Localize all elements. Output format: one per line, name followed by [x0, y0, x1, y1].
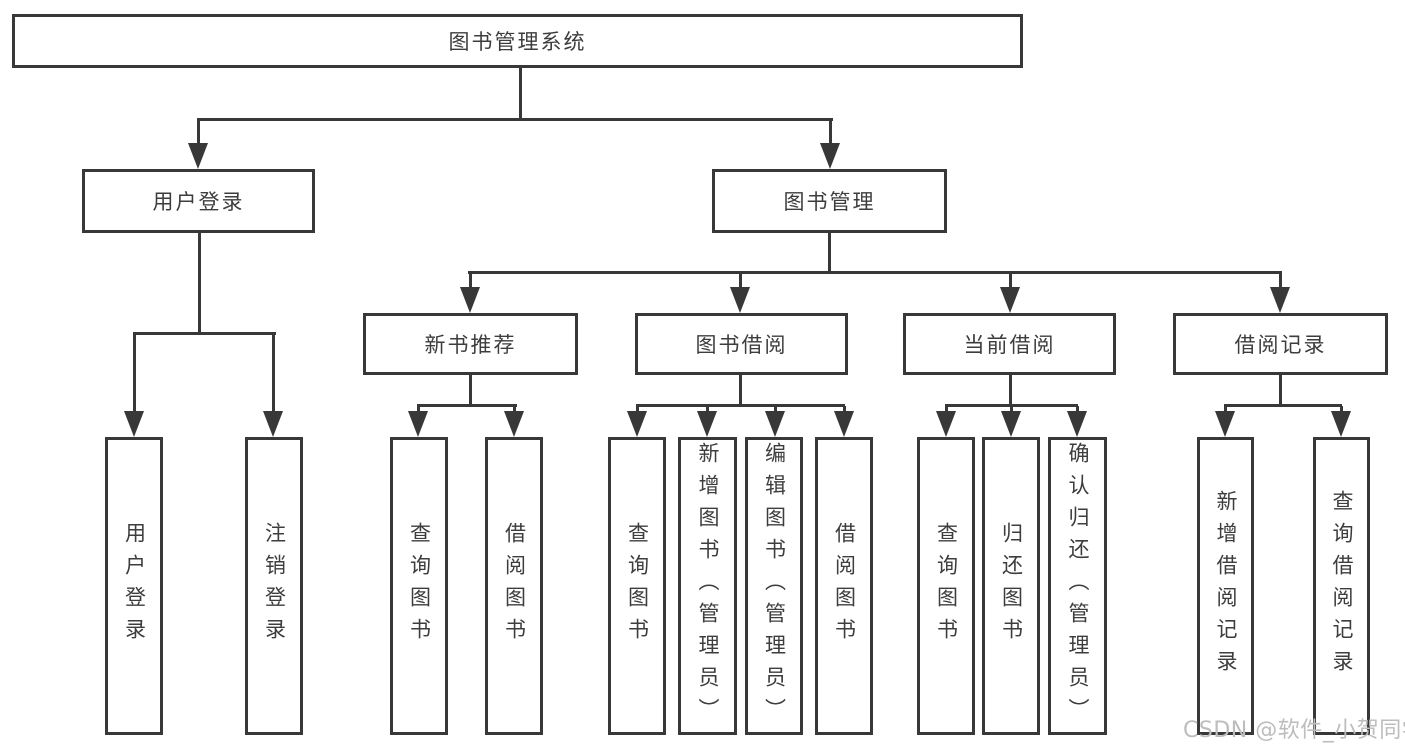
arrowhead-borrow-records: [1270, 287, 1290, 313]
node-current-borrow: 当前借阅: [903, 313, 1116, 375]
leaf-newbooks-borrow-books: 借阅图书: [485, 437, 543, 735]
connector-new-books-stub: [469, 375, 472, 406]
connector-arrow-shaft-leaf-login: [133, 334, 136, 413]
connector-arrow-shaft-bb3: [774, 406, 777, 414]
leaf-records-query-record-label: 查询借阅记录: [1330, 490, 1354, 682]
node-book-borrow: 图书借阅: [635, 313, 848, 375]
connector-level3-bar: [468, 271, 1282, 274]
leaf-current-query-books: 查询图书: [917, 437, 975, 735]
connector-new-books-bar: [417, 404, 517, 407]
arrowhead-cb3: [1067, 411, 1087, 437]
arrowhead-nb2: [504, 411, 524, 437]
connector-borrow-records-bar: [1224, 404, 1342, 407]
leaf-current-confirm-return-admin-label: 确认归还（管理员）: [1066, 442, 1090, 730]
node-borrow-records: 借阅记录: [1173, 313, 1388, 375]
connector-arrow-shaft-br2: [1340, 406, 1343, 414]
leaf-records-query-record: 查询借阅记录: [1313, 437, 1370, 735]
node-book-borrow-label: 图书借阅: [695, 333, 788, 357]
connector-arrow-shaft-cb3: [1076, 406, 1079, 414]
connector-arrow-shaft-current-borrow: [1009, 273, 1012, 289]
connector-current-borrow-stub: [1009, 375, 1012, 406]
leaf-records-add-record: 新增借阅记录: [1197, 437, 1254, 735]
connector-arrow-shaft-new-books: [469, 273, 472, 289]
arrowhead-new-books: [460, 287, 480, 313]
leaf-records-add-record-label: 新增借阅记录: [1214, 490, 1238, 682]
leaf-borrow-add-books-admin: 新增图书（管理员）: [678, 437, 737, 735]
node-user-login-label: 用户登录: [152, 190, 245, 214]
connector-arrow-shaft-bb4: [843, 406, 846, 414]
arrowhead-cb1: [936, 411, 956, 437]
connector-arrow-shaft-bb1: [636, 406, 639, 414]
arrowhead-bb4: [834, 411, 854, 437]
arrowhead-br1: [1215, 411, 1235, 437]
connector-book-borrow-bar: [636, 404, 845, 407]
leaf-user-login: 用户登录: [105, 437, 163, 735]
watermark: CSDN @软件_小贺同学: [1183, 718, 1405, 743]
leaf-borrow-edit-books-admin: 编辑图书（管理员）: [745, 437, 803, 735]
connector-arrow-shaft-user-login: [197, 119, 200, 145]
connector-arrow-shaft-book-mgmt: [829, 119, 832, 145]
node-root: 图书管理系统: [12, 14, 1023, 68]
leaf-borrow-borrow-books: 借阅图书: [815, 437, 873, 735]
leaf-logout: 注销登录: [245, 437, 303, 735]
connector-arrow-shaft-cb2: [1010, 406, 1013, 414]
arrowhead-nb1: [408, 411, 428, 437]
arrowhead-current-borrow: [1000, 287, 1020, 313]
node-book-management-label: 图书管理: [783, 190, 876, 214]
arrowhead-br2: [1331, 411, 1351, 437]
leaf-user-login-label: 用户登录: [122, 522, 147, 650]
leaf-newbooks-query-books-label: 查询图书: [407, 522, 432, 650]
arrowhead-cb2: [1001, 411, 1021, 437]
arrowhead-user-login: [188, 143, 208, 169]
arrowhead-bb3: [765, 411, 785, 437]
leaf-logout-label: 注销登录: [262, 522, 287, 650]
leaf-borrow-query-books: 查询图书: [608, 437, 666, 735]
node-root-label: 图书管理系统: [448, 30, 587, 54]
arrowhead-book-mgmt: [820, 143, 840, 169]
connector-arrow-shaft-nb2: [513, 406, 516, 414]
connector-arrow-shaft-bb2: [706, 406, 709, 414]
connector-arrow-shaft-cb1: [945, 406, 948, 414]
arrowhead-leaf-login: [124, 411, 144, 437]
node-borrow-records-label: 借阅记录: [1234, 333, 1327, 357]
connector-root-stub: [519, 68, 522, 120]
node-book-management: 图书管理: [712, 169, 947, 233]
arrowhead-leaf-logout: [263, 411, 283, 437]
connector-arrow-shaft-borrow-records: [1279, 273, 1282, 289]
node-new-book-recommend-label: 新书推荐: [424, 333, 517, 357]
leaf-current-query-books-label: 查询图书: [934, 522, 959, 650]
connector-user-login-stub: [198, 233, 201, 335]
connector-arrow-shaft-book-borrow: [739, 273, 742, 289]
connector-arrow-shaft-br1: [1224, 406, 1227, 414]
leaf-borrow-add-books-admin-label: 新增图书（管理员）: [696, 442, 720, 730]
connector-arrow-shaft-leaf-logout: [272, 334, 275, 413]
node-new-book-recommend: 新书推荐: [363, 313, 578, 375]
connector-user-login-bar: [133, 332, 276, 335]
arrowhead-bb2: [697, 411, 717, 437]
arrowhead-book-borrow: [730, 287, 750, 313]
leaf-borrow-edit-books-admin-label: 编辑图书（管理员）: [762, 442, 787, 730]
leaf-newbooks-borrow-books-label: 借阅图书: [502, 522, 527, 650]
leaf-newbooks-query-books: 查询图书: [390, 437, 448, 735]
leaf-current-confirm-return-admin: 确认归还（管理员）: [1048, 437, 1107, 735]
connector-current-borrow-bar: [945, 404, 1078, 407]
leaf-borrow-borrow-books-label: 借阅图书: [832, 522, 857, 650]
node-current-borrow-label: 当前借阅: [963, 333, 1056, 357]
arrowhead-bb1: [627, 411, 647, 437]
connector-level2-bar: [197, 118, 833, 121]
node-user-login: 用户登录: [82, 169, 315, 233]
leaf-current-return-books: 归还图书: [982, 437, 1040, 735]
connector-book-mgmt-stub: [828, 233, 831, 274]
connector-arrow-shaft-nb1: [417, 406, 420, 414]
connector-borrow-records-stub: [1279, 375, 1282, 406]
leaf-borrow-query-books-label: 查询图书: [625, 522, 650, 650]
connector-book-borrow-stub: [739, 375, 742, 406]
leaf-current-return-books-label: 归还图书: [999, 522, 1024, 650]
